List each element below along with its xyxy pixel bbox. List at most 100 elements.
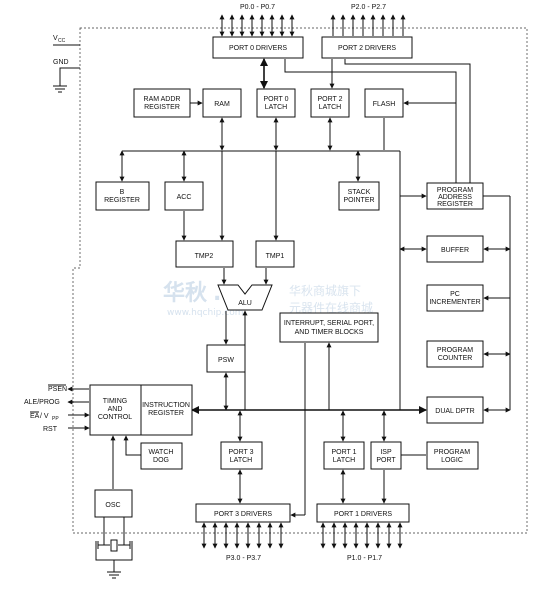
watch-dog-label-2: DOG bbox=[153, 457, 169, 464]
psw-label: PSW bbox=[218, 357, 234, 364]
port1-pin-arrows bbox=[320, 522, 403, 549]
program-counter-label-2: COUNTER bbox=[438, 355, 473, 362]
instruction-register-box bbox=[140, 384, 193, 436]
ram-box bbox=[202, 88, 242, 118]
flash-box bbox=[364, 88, 404, 118]
flash-label: FLASH bbox=[373, 101, 396, 108]
port2-pin-range: P2.0 - P2.7 bbox=[351, 4, 386, 11]
watermark-slogan1: 华秋商城旗下 bbox=[289, 283, 361, 298]
tmp1-label: TMP1 bbox=[266, 253, 285, 260]
control-pins: PSEN ALE/PROG EA / V PP RST bbox=[24, 384, 90, 433]
tmp2-box bbox=[175, 240, 234, 268]
port1-latch-box bbox=[323, 441, 365, 470]
port2-latch-box bbox=[310, 88, 350, 118]
interrupt-blocks-box bbox=[279, 312, 379, 343]
port1-drivers-box bbox=[316, 503, 410, 523]
port2-drivers-box bbox=[321, 36, 413, 59]
pc-incrementer-label-2: INCREMENTER bbox=[429, 299, 480, 306]
port3-pin-arrows bbox=[201, 522, 284, 549]
timing-control-box bbox=[89, 384, 142, 436]
acc-box bbox=[164, 181, 204, 211]
port0-pin-range: P0.0 - P0.7 bbox=[240, 4, 275, 11]
dual-dptr-box bbox=[426, 396, 484, 424]
watermark-logo: 华秋 bbox=[163, 280, 208, 306]
watermark-site: www.hqchip.com bbox=[167, 308, 243, 318]
program-logic-label-1: PROGRAM bbox=[434, 449, 470, 456]
crystal-circuit bbox=[95, 517, 133, 579]
port0-drivers-label: PORT 0 DRIVERS bbox=[229, 45, 287, 52]
isp-port-label-2: PORT bbox=[376, 457, 396, 464]
chip-outline bbox=[72, 27, 528, 534]
port1-pin-range: P1.0 - P1.7 bbox=[347, 555, 382, 562]
program-address-register-label-3: REGISTER bbox=[437, 201, 473, 208]
port1-drivers-label: PORT 1 DRIVERS bbox=[334, 511, 392, 518]
program-logic-box bbox=[426, 441, 479, 470]
isp-port-box bbox=[370, 441, 402, 470]
timing-control-label-2: AND bbox=[108, 406, 123, 413]
port2-drivers-label: PORT 2 DRIVERS bbox=[338, 45, 396, 52]
b-register-label-2: REGISTER bbox=[104, 197, 140, 204]
timing-control-label-1: TIMING bbox=[103, 398, 128, 405]
port2-latch-label-1: PORT 2 bbox=[317, 96, 342, 103]
port0-latch-label-1: PORT 0 bbox=[263, 96, 288, 103]
osc-label: OSC bbox=[105, 502, 120, 509]
psen-label: PSEN bbox=[48, 386, 67, 393]
port1-latch-label-2: LATCH bbox=[333, 457, 355, 464]
acc-label: ACC bbox=[177, 194, 192, 201]
vcc-subscript: CC bbox=[58, 38, 66, 44]
tmp2-label: TMP2 bbox=[195, 253, 214, 260]
port3-latch-label-2: LATCH bbox=[230, 457, 252, 464]
program-address-register-label-1: PROGRAM bbox=[437, 187, 473, 194]
b-register-box bbox=[95, 181, 150, 211]
port3-drivers-label: PORT 3 DRIVERS bbox=[214, 511, 272, 518]
ram-addr-register-label-1: RAM ADDR bbox=[144, 96, 181, 103]
ram-label: RAM bbox=[214, 101, 230, 108]
rst-label: RST bbox=[43, 426, 58, 433]
stack-pointer-label-1: STACK bbox=[348, 189, 371, 196]
ea-vpp-subscript: PP bbox=[52, 416, 59, 422]
port0-latch-label-2: LATCH bbox=[265, 104, 287, 111]
b-register-label-1: B bbox=[120, 189, 125, 196]
dual-dptr-label: DUAL DPTR bbox=[435, 408, 474, 415]
osc-box bbox=[94, 489, 133, 518]
program-counter-box bbox=[426, 340, 484, 368]
tmp1-box bbox=[255, 240, 295, 268]
port1-latch-label-1: PORT 1 bbox=[331, 449, 356, 456]
ea-vpp-label: / V bbox=[40, 413, 49, 420]
instruction-register-label-2: REGISTER bbox=[148, 410, 184, 417]
psw-box bbox=[206, 344, 246, 373]
watch-dog-box bbox=[140, 442, 183, 470]
port3-drivers-box bbox=[195, 503, 291, 523]
timing-control-label-3: CONTROL bbox=[98, 414, 132, 421]
buffer-label: BUFFER bbox=[441, 247, 469, 254]
interrupt-blocks-label-1: INTERRUPT, SERIAL PORT, bbox=[284, 320, 374, 327]
interrupt-blocks-label-2: AND TIMER BLOCKS bbox=[295, 329, 364, 336]
program-counter-label-1: PROGRAM bbox=[437, 347, 473, 354]
port0-pin-arrows bbox=[219, 14, 295, 37]
power-pins: V CC GND bbox=[53, 35, 80, 93]
port3-pin-range: P3.0 - P3.7 bbox=[226, 555, 261, 562]
ea-label: EA bbox=[30, 413, 40, 420]
port0-latch-box bbox=[256, 88, 296, 118]
alu-box bbox=[217, 284, 273, 311]
pc-incrementer-box bbox=[426, 284, 484, 312]
vcc-label: V bbox=[53, 35, 58, 42]
program-logic-label-2: LOGIC bbox=[441, 457, 463, 464]
watch-dog-label-1: WATCH bbox=[149, 449, 174, 456]
port3-latch-box bbox=[220, 441, 263, 470]
watermark-slogan2: 元器件在线商城 bbox=[289, 300, 373, 315]
program-address-register-label-2: ADDRESS bbox=[438, 194, 472, 201]
stack-pointer-box bbox=[338, 181, 380, 211]
gnd-label: GND bbox=[53, 59, 69, 66]
buffer-box bbox=[426, 235, 484, 263]
isp-port-label-1: ISP bbox=[380, 449, 392, 456]
ram-addr-register-label-2: REGISTER bbox=[144, 104, 180, 111]
port3-latch-label-1: PORT 3 bbox=[228, 449, 253, 456]
ram-addr-register-box bbox=[133, 88, 191, 118]
ale-prog-label: ALE/PROG bbox=[24, 399, 60, 406]
instruction-register-label-1: INSTRUCTION bbox=[142, 402, 190, 409]
port2-pin-arrows bbox=[330, 14, 406, 36]
port0-drivers-box bbox=[212, 36, 304, 59]
port2-latch-label-2: LATCH bbox=[319, 104, 341, 111]
